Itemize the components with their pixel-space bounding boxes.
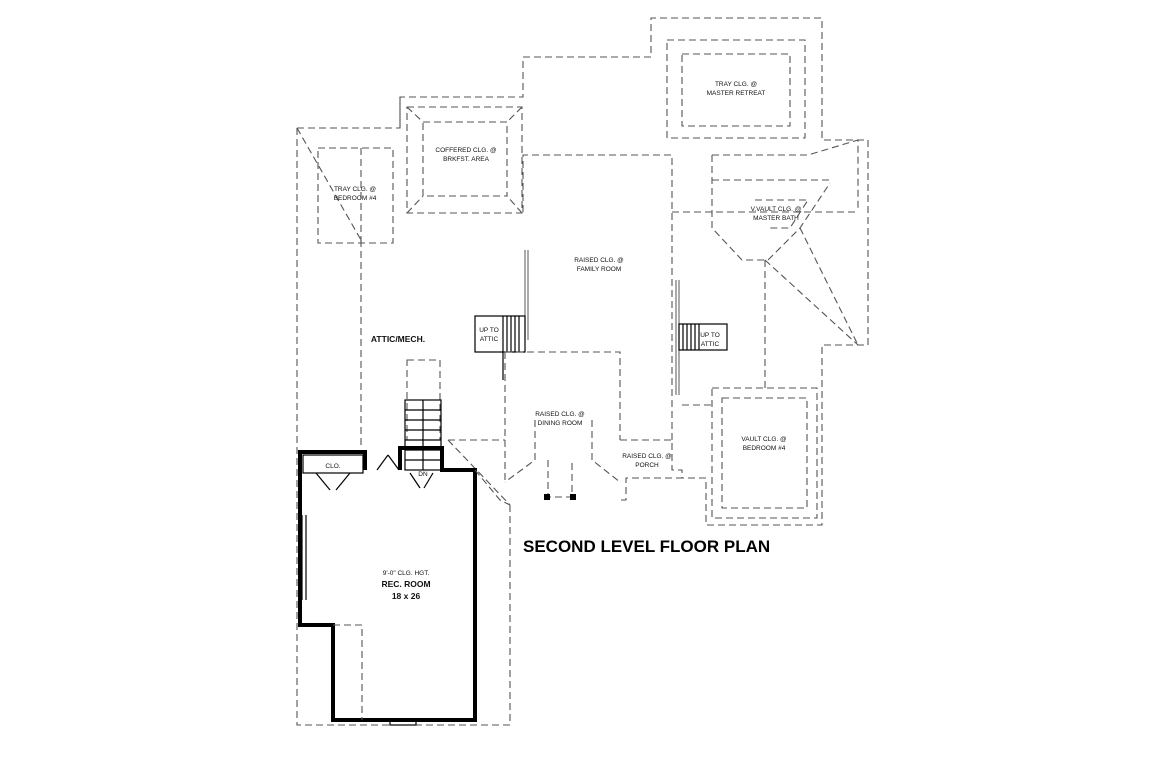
svg-text:RAISED CLG. @: RAISED CLG. @ <box>574 257 624 264</box>
svg-text:UP TO: UP TO <box>479 327 499 334</box>
label-attic-mech: ATTIC/MECH. <box>371 334 425 344</box>
label-stair-left: UP TO ATTIC <box>479 327 499 343</box>
stair-down <box>404 359 442 471</box>
svg-text:18 x 26: 18 x 26 <box>392 591 421 601</box>
svg-text:V.VAULT CLG. @: V.VAULT CLG. @ <box>751 206 802 213</box>
master-bath-vault <box>672 139 859 388</box>
label-stair-down: DN <box>418 471 428 478</box>
svg-text:MASTER BATH: MASTER BATH <box>753 215 799 222</box>
svg-text:VAULT CLG. @: VAULT CLG. @ <box>741 436 787 443</box>
svg-text:REC. ROOM: REC. ROOM <box>381 579 430 589</box>
label-master-bath: V.VAULT CLG. @ MASTER BATH <box>751 206 802 222</box>
svg-text:BRKFST. AREA: BRKFST. AREA <box>443 156 490 163</box>
svg-text:DINING ROOM: DINING ROOM <box>538 420 583 427</box>
dining-room-outline <box>447 351 621 506</box>
svg-text:MASTER RETREAT: MASTER RETREAT <box>707 90 766 97</box>
svg-text:TRAY CLG. @: TRAY CLG. @ <box>334 186 377 193</box>
label-stair-right: UP TO ATTIC <box>700 332 720 348</box>
svg-text:BEDROOM #4: BEDROOM #4 <box>743 445 786 452</box>
label-master-retreat: TRAY CLG. @ MASTER RETREAT <box>707 81 766 97</box>
attic-outline <box>296 17 869 726</box>
plan-title: SECOND LEVEL FLOOR PLAN <box>523 537 770 556</box>
porch-outline <box>620 404 712 501</box>
svg-text:TRAY CLG. @: TRAY CLG. @ <box>715 81 758 88</box>
label-rec-room: 9'-0" CLG. HGT. REC. ROOM 18 x 26 <box>381 570 430 601</box>
family-room-outline <box>522 154 680 440</box>
svg-text:ATTIC: ATTIC <box>701 341 720 348</box>
label-brkfst-area: COFFERED CLG. @ BRKFST. AREA <box>435 147 497 163</box>
svg-text:RAISED CLG. @: RAISED CLG. @ <box>622 453 672 460</box>
bedroom-left-tray <box>317 147 394 244</box>
brkfst-coffered <box>406 106 523 214</box>
svg-text:COFFERED CLG. @: COFFERED CLG. @ <box>435 147 497 154</box>
rec-room-walls <box>298 446 511 726</box>
svg-text:ATTIC: ATTIC <box>480 336 499 343</box>
closet-outline <box>302 454 434 491</box>
stair-left <box>474 315 526 380</box>
svg-text:UP TO: UP TO <box>700 332 720 339</box>
label-bedroom-right: VAULT CLG. @ BEDROOM #4 <box>741 436 787 452</box>
label-bedroom-left: TRAY CLG. @ BEDROOM #4 <box>334 186 377 202</box>
label-dining-room: RAISED CLG. @ DINING ROOM <box>535 411 585 427</box>
bedroom-right-vault <box>711 387 818 519</box>
svg-text:PORCH: PORCH <box>635 462 659 469</box>
master-retreat-tray <box>666 39 806 139</box>
label-family-room: RAISED CLG. @ FAMILY ROOM <box>574 257 624 273</box>
svg-text:9'-0" CLG. HGT.: 9'-0" CLG. HGT. <box>383 570 430 577</box>
label-closet: CLO. <box>325 463 340 470</box>
svg-text:FAMILY ROOM: FAMILY ROOM <box>577 266 622 273</box>
svg-text:BEDROOM #4: BEDROOM #4 <box>334 195 377 202</box>
label-porch: RAISED CLG. @ PORCH <box>622 453 672 469</box>
stair-right <box>678 323 728 351</box>
svg-text:RAISED CLG. @: RAISED CLG. @ <box>535 411 585 418</box>
